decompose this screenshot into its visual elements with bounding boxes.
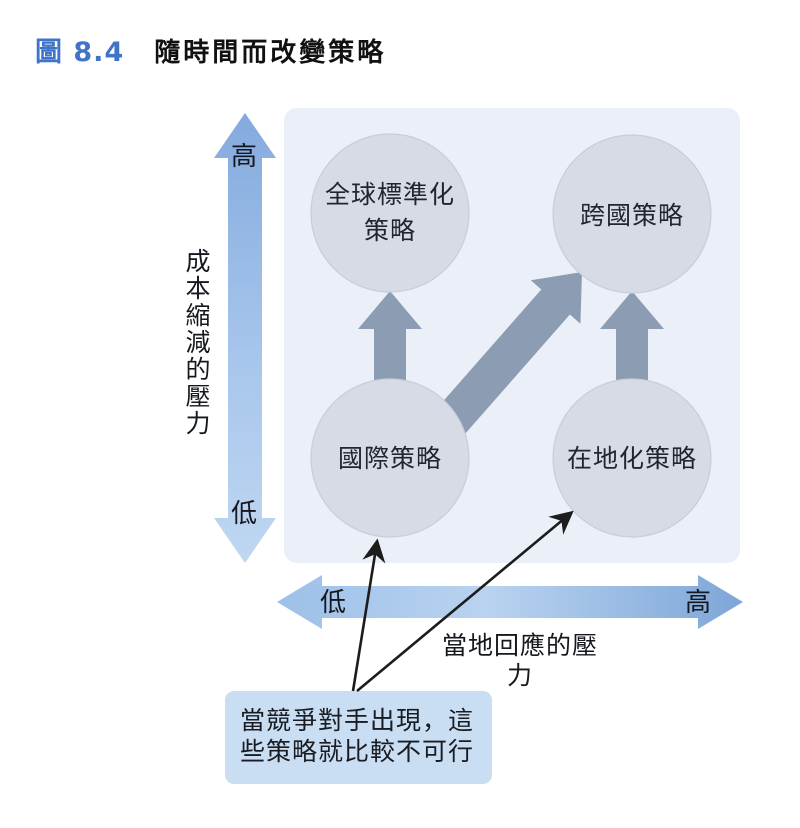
node-label-localization: 在地化策略 [566,444,697,473]
callout-box [225,691,492,784]
node-circle-transnational [552,134,712,294]
x-axis-high-label: 高 [685,588,712,618]
node-label-international: 國際策略 [337,444,442,473]
node-label-transnational: 跨國策略 [579,201,684,230]
callout-arrow-to-international-icon [351,538,386,692]
figure-header: 圖 8.4 隨時間而改變策略 [35,30,386,69]
arrow-international-to-global-icon [358,291,422,383]
node-circle-international [310,378,470,538]
y-axis-low-label: 低 [231,499,258,529]
callout-note: 當競爭對手出現，這 些策略就比較不可行 [240,706,475,766]
node-circle-global-standardization [310,133,470,293]
arrow-localization-to-transnational-icon [600,291,664,383]
y-axis-arrow [214,113,276,563]
y-axis-high-label: 高 [231,142,258,172]
node-circle-localization [552,378,712,538]
x-axis-low-label: 低 [320,588,347,618]
figure-number-label: 圖 8.4 [35,37,125,68]
node-label-global-standardization: 全球標準化 策略 [324,180,455,245]
y-axis-title: 成本縮減的壓力 [182,248,211,437]
figure-title: 隨時間而改變策略 [154,38,387,68]
x-axis-arrow [277,575,743,629]
callout-arrow-to-localization-icon [356,510,574,692]
x-axis-title: 當地回應的壓力 [441,631,598,690]
arrow-international-to-transnational-icon [422,272,582,450]
